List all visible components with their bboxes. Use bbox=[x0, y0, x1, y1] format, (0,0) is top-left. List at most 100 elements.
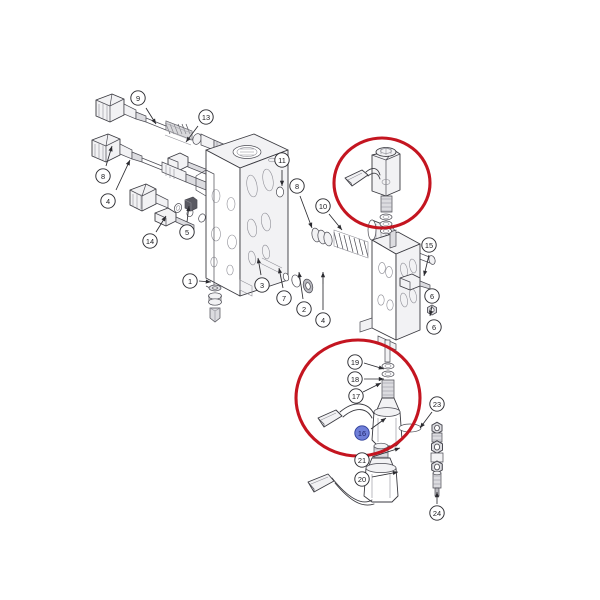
callout-number: 14 bbox=[146, 237, 154, 246]
callout-arrowhead bbox=[392, 470, 398, 476]
callout-bubble[interactable] bbox=[289, 178, 305, 194]
callout-6[interactable]: 6 bbox=[424, 288, 440, 317]
callout-bubble[interactable] bbox=[100, 193, 116, 209]
callout-arrowhead bbox=[186, 136, 191, 142]
callout-bubble[interactable] bbox=[276, 290, 292, 306]
upper-solenoid-assembly bbox=[344, 147, 401, 235]
callout-bubble[interactable] bbox=[142, 233, 158, 249]
callout-17[interactable]: 17 bbox=[348, 382, 382, 404]
callout-bubble[interactable] bbox=[429, 396, 445, 412]
callout-bubble[interactable] bbox=[296, 301, 312, 317]
callout-23[interactable]: 23 bbox=[419, 396, 445, 429]
callout-number: 15 bbox=[425, 241, 433, 250]
callout-arrowhead bbox=[308, 222, 313, 228]
callout-bubble[interactable] bbox=[130, 90, 146, 106]
callout-bubble[interactable] bbox=[354, 452, 370, 468]
callout-number: 20 bbox=[358, 475, 366, 484]
callout-bubble[interactable] bbox=[354, 471, 370, 487]
callout-arrowhead bbox=[375, 383, 381, 388]
callout-bubble[interactable] bbox=[254, 277, 270, 293]
callout-20[interactable]: 20 bbox=[354, 470, 399, 487]
callout-number: 9 bbox=[136, 94, 140, 103]
callout-11[interactable]: 11 bbox=[274, 152, 290, 186]
callout-8[interactable]: 8 bbox=[95, 145, 113, 184]
callout-6b[interactable]: 6 bbox=[426, 319, 442, 335]
callout-arrowhead bbox=[434, 492, 440, 498]
callout-bubble[interactable] bbox=[179, 224, 195, 240]
callout-bubble[interactable] bbox=[315, 198, 331, 214]
callout-arrowhead bbox=[125, 160, 130, 166]
callout-arrowhead bbox=[151, 118, 156, 124]
callout-bubble[interactable] bbox=[354, 425, 370, 441]
callout-arrowhead bbox=[186, 206, 191, 212]
callout-1[interactable]: 1 bbox=[182, 273, 212, 289]
callout-15[interactable]: 15 bbox=[421, 237, 437, 277]
callout-7[interactable]: 7 bbox=[276, 267, 292, 306]
callout-5[interactable]: 5 bbox=[179, 205, 195, 240]
callout-number: 18 bbox=[351, 375, 359, 384]
callout-13[interactable]: 13 bbox=[185, 109, 214, 143]
callout-bubble[interactable] bbox=[198, 109, 214, 125]
callout-8b[interactable]: 8 bbox=[289, 178, 313, 229]
callout-number: 6 bbox=[432, 323, 436, 332]
callout-arrowhead bbox=[320, 272, 326, 278]
callout-arrowhead bbox=[380, 418, 386, 423]
callout-bubble[interactable] bbox=[429, 505, 445, 521]
secondary-valve-block bbox=[359, 229, 439, 351]
callout-number: 19 bbox=[351, 358, 359, 367]
callout-number: 24 bbox=[433, 509, 441, 518]
callout-10[interactable]: 10 bbox=[315, 198, 343, 231]
callout-leader bbox=[299, 195, 313, 229]
callout-4b[interactable]: 4 bbox=[315, 272, 331, 328]
callout-number: 13 bbox=[202, 113, 210, 122]
callout-number: 2 bbox=[302, 305, 306, 314]
callout-arrowhead bbox=[161, 216, 166, 222]
callout-9[interactable]: 9 bbox=[130, 90, 157, 125]
callout-leader bbox=[115, 159, 131, 191]
callout-number: 1 bbox=[188, 277, 192, 286]
callout-2[interactable]: 2 bbox=[296, 271, 312, 317]
upper-solenoid-highlight bbox=[332, 136, 432, 230]
callout-number: 16 bbox=[358, 429, 366, 438]
callout-bubble[interactable] bbox=[315, 312, 331, 328]
callout-16[interactable]: 16 bbox=[354, 417, 387, 441]
callout-arrowhead bbox=[420, 422, 425, 428]
callout-number: 11 bbox=[278, 156, 286, 165]
callout-number: 8 bbox=[101, 172, 105, 181]
callout-bubble[interactable] bbox=[347, 354, 363, 370]
callout-bubble[interactable] bbox=[348, 388, 364, 404]
callout-arrowhead bbox=[256, 258, 261, 264]
callout-18[interactable]: 18 bbox=[347, 371, 384, 387]
callout-arrowhead bbox=[423, 270, 428, 276]
callout-number: 21 bbox=[358, 456, 366, 465]
callout-24[interactable]: 24 bbox=[429, 492, 445, 521]
callout-arrowhead bbox=[378, 365, 384, 370]
callout-arrowhead bbox=[108, 146, 113, 152]
callout-number: 17 bbox=[352, 392, 360, 401]
spare-solenoid-assembly bbox=[307, 442, 399, 506]
callout-bubble[interactable] bbox=[95, 168, 111, 184]
lower-solenoid-assembly bbox=[317, 339, 403, 447]
callout-number: 4 bbox=[106, 197, 110, 206]
callout-arrowhead bbox=[205, 279, 211, 284]
callout-arrowhead bbox=[378, 376, 384, 382]
callout-number: 3 bbox=[260, 281, 264, 290]
callout-bubble[interactable] bbox=[347, 371, 363, 387]
callout-bubble[interactable] bbox=[426, 319, 442, 335]
callout-3[interactable]: 3 bbox=[254, 257, 270, 293]
callout-bubble[interactable] bbox=[424, 288, 440, 304]
callout-21[interactable]: 21 bbox=[354, 447, 401, 468]
callout-bubble[interactable] bbox=[421, 237, 437, 253]
callout-arrowhead bbox=[277, 268, 283, 274]
callout-4[interactable]: 4 bbox=[100, 159, 131, 209]
part-5-plug bbox=[184, 196, 198, 212]
callout-14[interactable]: 14 bbox=[142, 215, 167, 249]
callout-19[interactable]: 19 bbox=[347, 354, 385, 370]
callout-bubble[interactable] bbox=[182, 273, 198, 289]
callout-number: 7 bbox=[282, 294, 286, 303]
callout-arrowhead bbox=[394, 447, 400, 452]
callout-bubble[interactable] bbox=[274, 152, 290, 168]
